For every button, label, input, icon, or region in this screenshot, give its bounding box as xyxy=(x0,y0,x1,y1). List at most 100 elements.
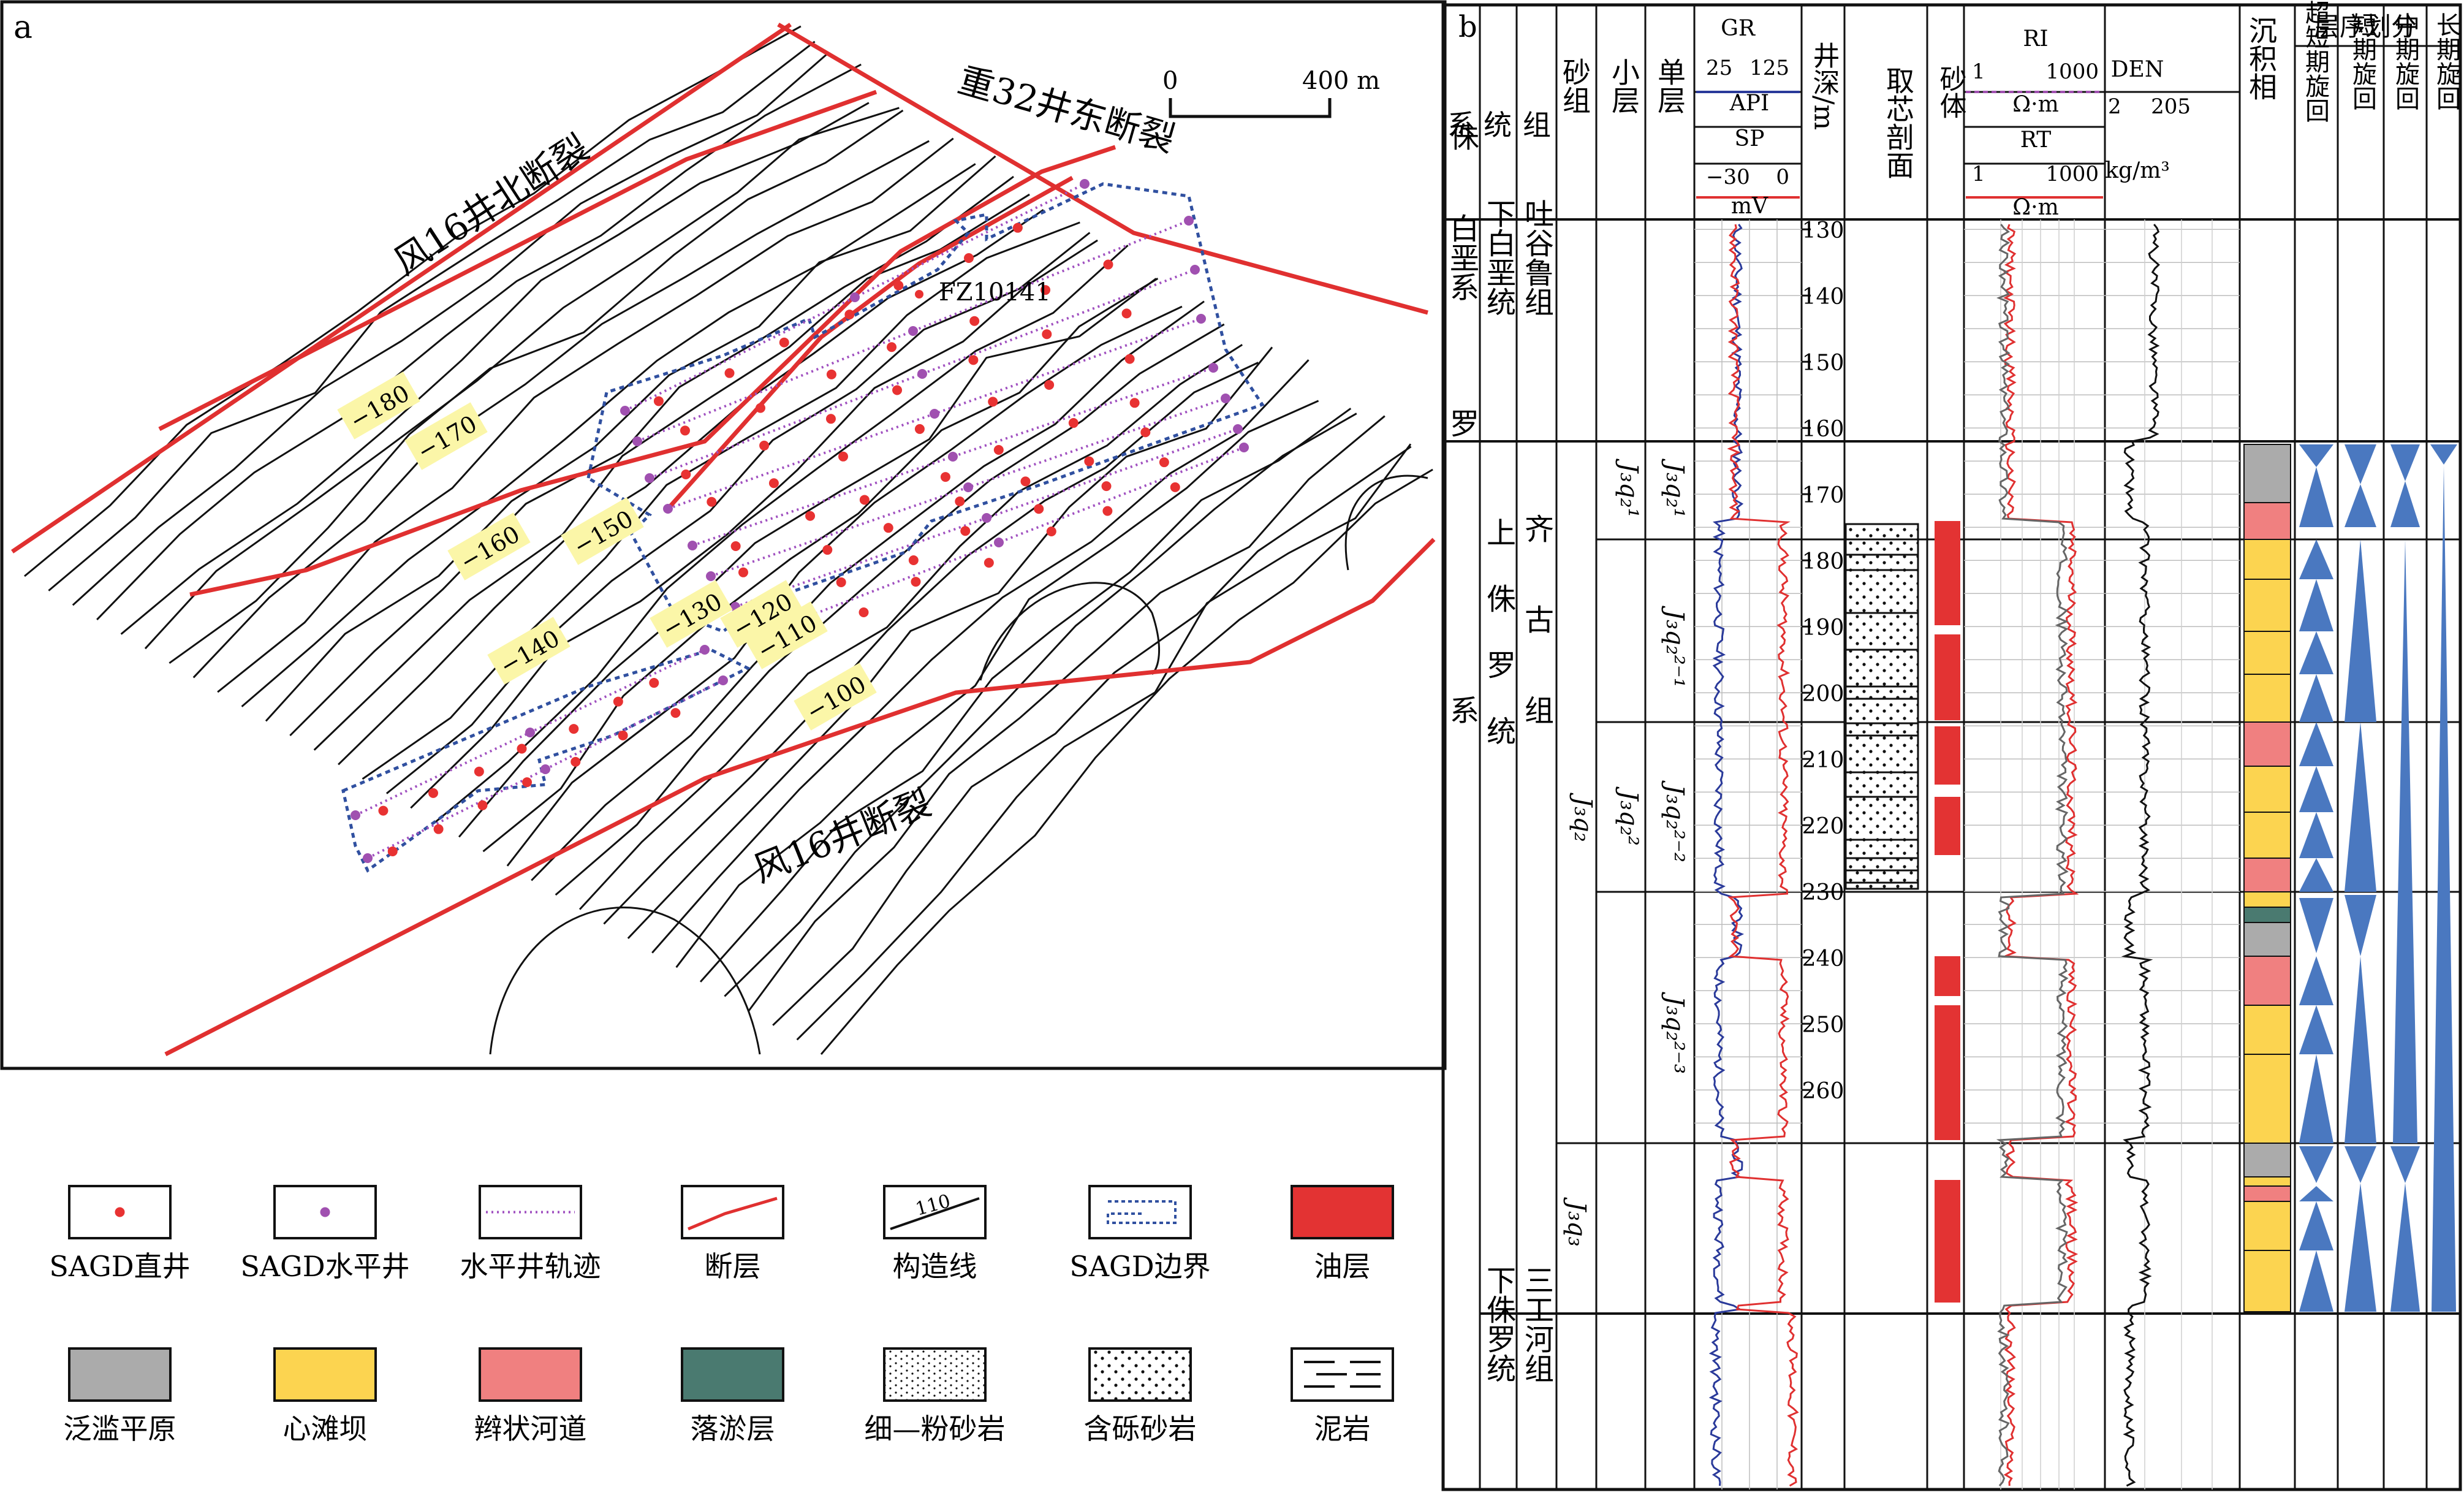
header-gr-min: 25 xyxy=(1706,56,1732,80)
stratigraphy-labels: 白垩系 下白垩统 吐谷鲁组 侏罗系 上侏罗统 齐古组 下侏罗统 三工河组 xyxy=(1444,121,1553,1383)
vertical-well-point xyxy=(969,316,980,326)
depth-tick-label: 220 xyxy=(1802,814,1844,839)
vertical-well-point xyxy=(836,577,846,587)
header-facies: 沉积相 xyxy=(2245,16,2278,101)
oil-layer-segment xyxy=(1935,956,1960,996)
vertical-well-point xyxy=(670,708,681,718)
vertical-well-point xyxy=(707,496,717,507)
cycle-triangle xyxy=(2345,895,2376,956)
vertical-well-point xyxy=(768,478,779,489)
vertical-well-point xyxy=(387,846,398,856)
contour-line xyxy=(24,25,802,577)
legend-item-vertical-well: SAGD直井 xyxy=(49,1185,191,1283)
vertical-well-point xyxy=(822,545,833,555)
header-ultra-short: 超短期旋回 xyxy=(2301,0,2329,123)
header-sp-title: SP xyxy=(1735,126,1765,151)
cycle-triangle xyxy=(2299,722,2333,766)
cycle-triangle xyxy=(2299,674,2333,722)
contour-line xyxy=(265,155,996,722)
facies-segment xyxy=(2243,539,2291,580)
horizontal-well-point xyxy=(908,326,918,336)
horizontal-well-point xyxy=(706,571,716,581)
label-j3q2-1-sublayer: J₃q₂¹ xyxy=(1615,458,1643,518)
cycle-triangle xyxy=(2299,444,2333,467)
legend-swatch xyxy=(681,1347,784,1402)
depth-tick-label: 240 xyxy=(1802,946,1844,972)
vertical-well-point xyxy=(914,424,925,434)
contour-line xyxy=(48,40,816,592)
rt-curve xyxy=(2003,224,2079,1486)
vertical-well-point xyxy=(893,280,904,291)
contour-line xyxy=(192,140,930,679)
legend-label: 水平井轨迹 xyxy=(460,1250,601,1283)
strata-upper-jurassic: 上侏罗统 xyxy=(1481,517,1515,782)
header-sp-min: −30 xyxy=(1706,165,1750,189)
cycle-triangle xyxy=(2299,858,2333,892)
oil-layer-column xyxy=(1935,521,1960,1303)
fault-inner-1 xyxy=(158,89,878,432)
horizontal-well-point xyxy=(620,406,630,416)
label-j3q2-2-sublayer: J₃q₂² xyxy=(1615,786,1643,846)
scale-zero: 0 xyxy=(1162,67,1178,95)
depth-tick-label: 180 xyxy=(1802,549,1844,574)
vertical-well-point xyxy=(844,310,855,320)
legend-label: SAGD水平井 xyxy=(240,1250,409,1283)
label-j3q2-1-single: J₃q₂¹ xyxy=(1661,458,1689,518)
horizontal-well-point xyxy=(645,473,654,483)
horizontal-well-point xyxy=(1239,443,1249,452)
label-j3q2-2-2: J₃q₂²⁻² xyxy=(1661,780,1689,862)
legend-item-mid-channel-bar: 心滩坝 xyxy=(273,1347,377,1445)
log-headers: 系 统 组 砂组 小层 单层 GR 25 125 API SP −30 0 mV… xyxy=(1447,0,2460,220)
contour-line xyxy=(362,221,1080,780)
cycle-triangle xyxy=(2299,956,2333,1005)
header-short: 短期旋回 xyxy=(2348,12,2376,110)
vertical-well-point xyxy=(433,824,444,834)
cycle-triangle xyxy=(2393,539,2417,1143)
sagd-boundary-south xyxy=(341,648,751,873)
cycle-triangle xyxy=(2345,444,2376,484)
horizontal-well-point xyxy=(1196,314,1206,324)
header-gr-unit: API xyxy=(1729,91,1769,116)
cycle-triangle xyxy=(2299,539,2333,579)
vertical-well-point xyxy=(730,541,741,551)
den-curve xyxy=(2121,224,2160,1487)
vertical-well-point xyxy=(517,744,527,754)
oil-layer-segment xyxy=(1935,726,1960,785)
header-den-max: 205 xyxy=(2151,94,2191,119)
contour-line xyxy=(603,362,1259,925)
cycle-triangle xyxy=(2345,539,2376,722)
strata-lower-cretaceous: 下白垩统 xyxy=(1481,199,1515,316)
vertical-well-point xyxy=(908,555,919,565)
contour-lobe xyxy=(1344,474,1428,571)
header-ri-unit: Ω·m xyxy=(2012,92,2058,117)
legend-label: 断层 xyxy=(705,1250,761,1283)
cycle-triangle xyxy=(2299,898,2333,953)
vertical-well-point xyxy=(571,756,581,767)
vertical-well-point xyxy=(759,440,770,451)
horizontal-well-trajectory xyxy=(710,397,1226,577)
contour-line xyxy=(434,245,1129,823)
cycle-triangle xyxy=(2299,467,2333,527)
well-points xyxy=(351,179,1249,863)
vertical-well-point xyxy=(779,337,789,348)
vertical-well-point xyxy=(1170,482,1180,492)
legend-label: 泛滥平原 xyxy=(64,1412,176,1445)
facies-segment xyxy=(2243,1143,2291,1177)
depth-tick-label: 190 xyxy=(1802,615,1844,641)
facies-segment xyxy=(2243,1201,2291,1251)
fault-inner-3 xyxy=(666,175,1074,511)
vertical-well-point xyxy=(1084,456,1094,466)
contour-line xyxy=(578,344,1243,910)
facies-segment xyxy=(2243,1005,2291,1055)
contour-lobe xyxy=(979,582,1160,681)
legend-item-sagd-boundary: SAGD边界 xyxy=(1069,1185,1211,1283)
header-sand-group: 砂组 xyxy=(1558,58,1591,114)
cycle-triangle xyxy=(2390,1183,2420,1312)
legend-label: 落淤层 xyxy=(691,1412,775,1445)
legend-item-fine-siltstone: 细—粉砂岩 xyxy=(865,1347,1006,1445)
vertical-well-point xyxy=(1121,308,1132,319)
legend-item-pebbly-sandstone: 含砾砂岩 xyxy=(1084,1347,1197,1445)
vertical-well-point xyxy=(968,355,979,365)
cycle-triangle xyxy=(2345,1146,2376,1183)
facies-segment xyxy=(2243,1176,2291,1187)
